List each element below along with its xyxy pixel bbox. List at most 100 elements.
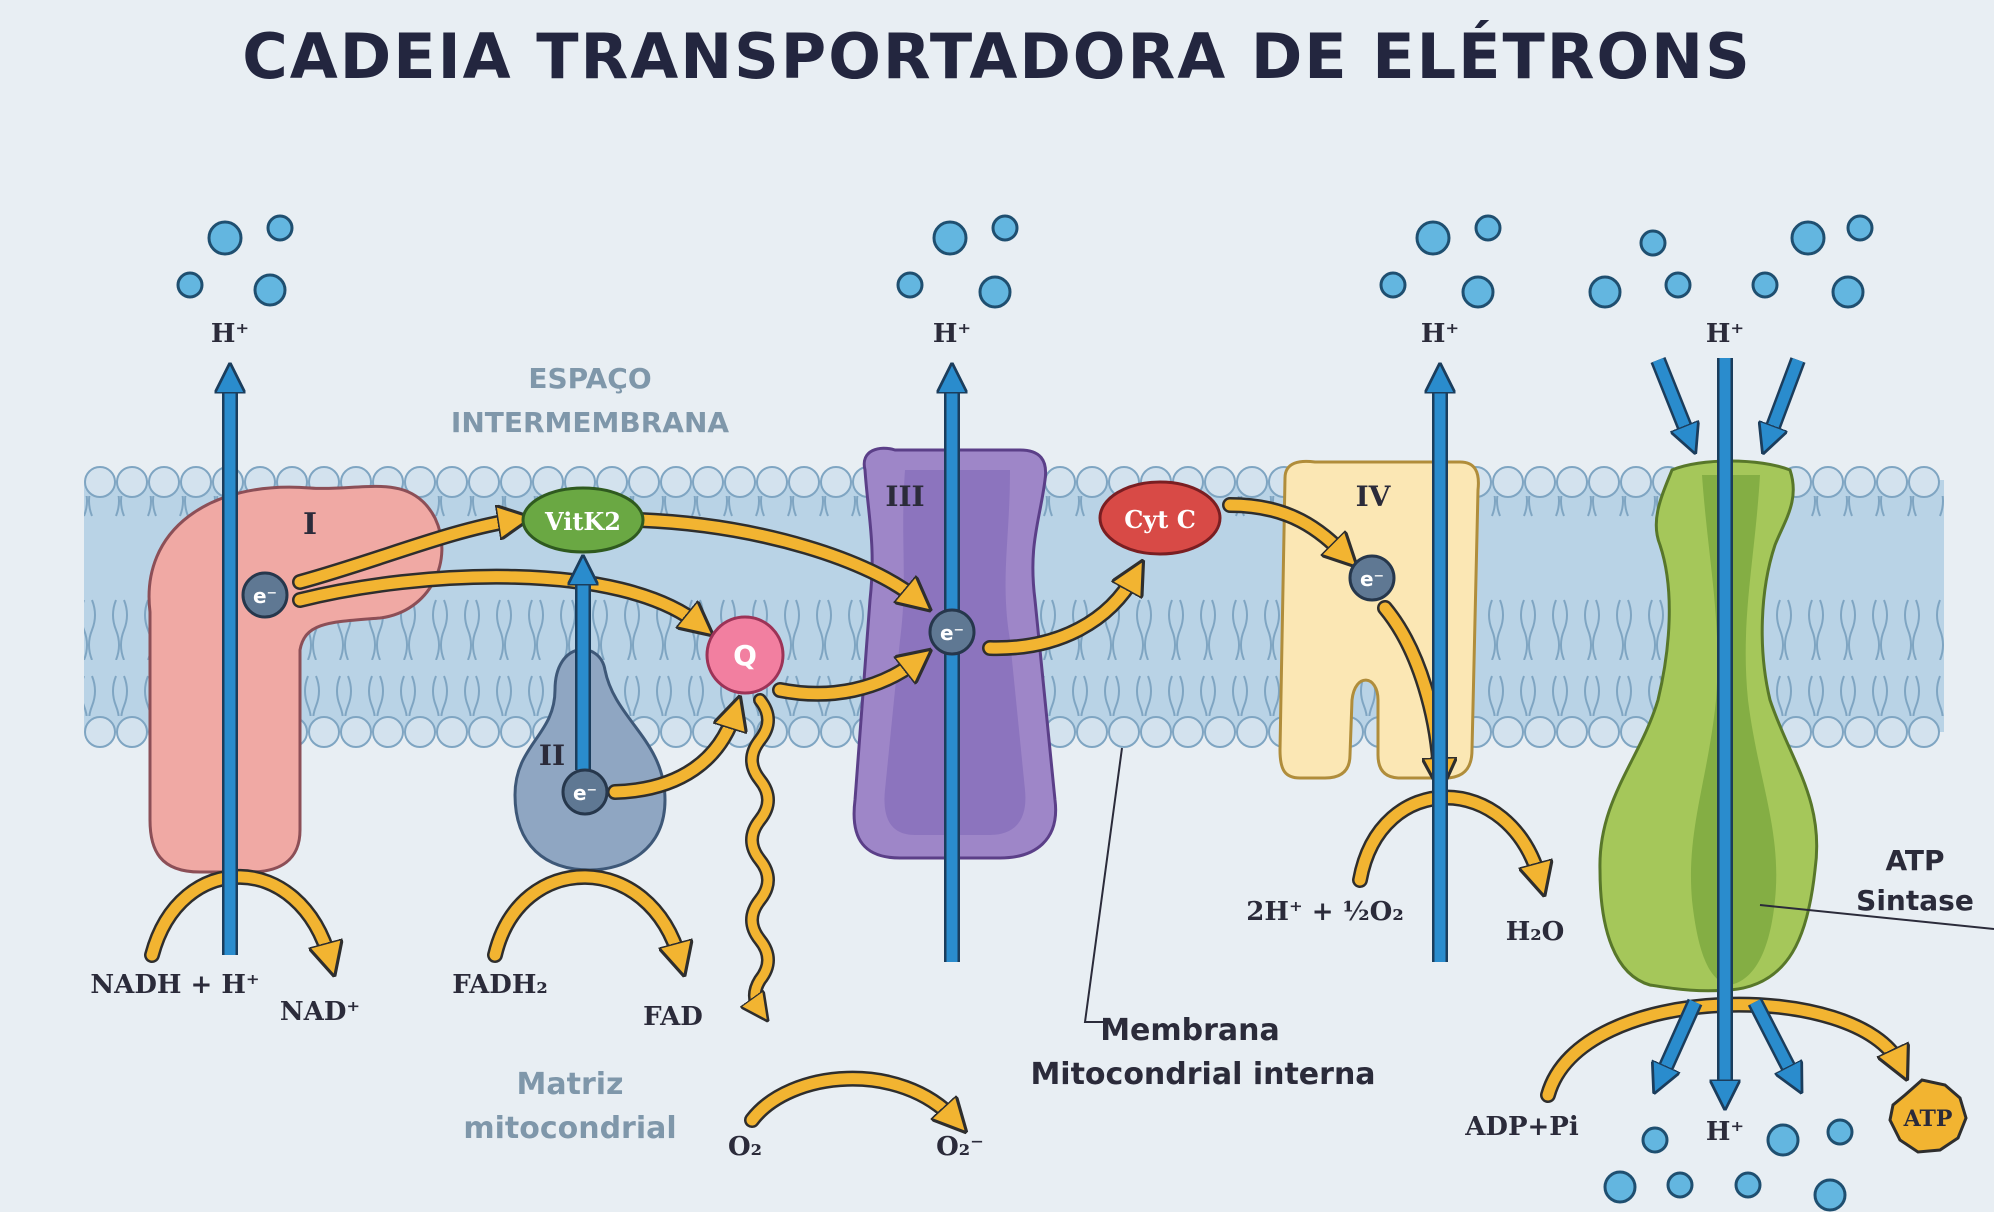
proton-dot — [268, 216, 292, 240]
diagram-title: CADEIA TRANSPORTADORA DE ELÉTRONS — [242, 20, 1751, 93]
superoxide-label: O₂⁻ — [936, 1132, 984, 1162]
proton-dot — [934, 222, 966, 254]
lipid-head — [1109, 717, 1139, 747]
lipid-head — [1237, 467, 1267, 497]
proton-label-iii: H⁺ — [933, 319, 971, 349]
lipid-head — [117, 717, 147, 747]
proton-dot — [1792, 222, 1824, 254]
electron-complex-ii: e⁻ — [563, 770, 607, 814]
proton-dot — [1666, 273, 1690, 297]
cytochrome-c: Cyt C — [1100, 482, 1220, 554]
lipid-head — [309, 717, 339, 747]
oxygen-reaction-label: 2H⁺ + ½O₂ — [1246, 897, 1403, 927]
proton-dot — [980, 277, 1010, 307]
proton-dot — [993, 216, 1017, 240]
lipid-head — [693, 467, 723, 497]
lipid-head — [341, 717, 371, 747]
nad-label: NAD⁺ — [280, 997, 360, 1027]
lipid-head — [1845, 717, 1875, 747]
proton-label-i: H⁺ — [211, 319, 249, 349]
lipid-head — [149, 467, 179, 497]
lipid-head — [1141, 717, 1171, 747]
lipid-head — [1877, 467, 1907, 497]
proton-dot — [1815, 1180, 1845, 1210]
lipid-head — [469, 717, 499, 747]
water-label: H₂O — [1506, 917, 1565, 947]
lipid-head — [1589, 717, 1619, 747]
matrix-label-2: mitocondrial — [463, 1111, 676, 1146]
lipid-head — [1045, 467, 1075, 497]
lipid-head — [757, 467, 787, 497]
lipid-head — [789, 717, 819, 747]
lipid-head — [1909, 717, 1939, 747]
proton-dot — [1381, 273, 1405, 297]
nadh-label: NADH + H⁺ — [90, 970, 259, 1000]
lipid-head — [1205, 467, 1235, 497]
proton-dot — [1753, 273, 1777, 297]
matrix-label: Matriz — [517, 1067, 624, 1102]
cytc-label: Cyt C — [1124, 505, 1196, 534]
lipid-head — [661, 467, 691, 497]
lipid-head — [1493, 467, 1523, 497]
proton-dot — [209, 222, 241, 254]
lipid-head — [437, 717, 467, 747]
lipid-head — [1493, 717, 1523, 747]
atp-label: ATP — [1903, 1106, 1953, 1132]
lipid-head — [373, 717, 403, 747]
proton-dot — [255, 275, 285, 305]
lipid-head — [1589, 467, 1619, 497]
complex-ii-label: II — [539, 739, 565, 772]
lipid-head — [661, 717, 691, 747]
proton-dot — [178, 273, 202, 297]
lipid-head — [117, 467, 147, 497]
q-label: Q — [733, 639, 757, 672]
membrane-label: Membrana — [1100, 1013, 1280, 1048]
lipid-head — [725, 467, 755, 497]
o2-label: O₂ — [728, 1132, 762, 1162]
ubiquinone-q: Q — [707, 617, 783, 693]
lipid-head — [821, 717, 851, 747]
complex-i-label: I — [303, 507, 317, 542]
proton-label-iv: H⁺ — [1421, 319, 1459, 349]
proton-dot — [1643, 1128, 1667, 1152]
atp-synthase-label: ATP — [1885, 844, 1944, 877]
proton-dot — [1641, 231, 1665, 255]
proton-dot — [1417, 222, 1449, 254]
electron-label: e⁻ — [1360, 567, 1384, 591]
atp-product: ATP — [1890, 1080, 1966, 1152]
proton-label-atp-bottom: H⁺ — [1706, 1117, 1744, 1147]
lipid-head — [1813, 717, 1843, 747]
lipid-head — [789, 467, 819, 497]
lipid-head — [1173, 717, 1203, 747]
complex-iv-label: IV — [1356, 480, 1392, 513]
lipid-head — [501, 717, 531, 747]
lipid-head — [1557, 467, 1587, 497]
lipid-head — [437, 467, 467, 497]
adp-label: ADP+Pi — [1464, 1112, 1579, 1142]
proton-dot — [1828, 1120, 1852, 1144]
lipid-head — [85, 467, 115, 497]
intermembrane-space-label: ESPAÇO — [528, 362, 651, 395]
lipid-head — [1525, 717, 1555, 747]
fad-label: FAD — [643, 1002, 703, 1032]
lipid-head — [85, 717, 115, 747]
proton-dot — [1668, 1173, 1692, 1197]
lipid-head — [1077, 717, 1107, 747]
lipid-head — [1845, 467, 1875, 497]
electron-complex-iii: e⁻ — [930, 610, 974, 654]
lipid-head — [821, 467, 851, 497]
atp-synthase-label-2: Sintase — [1856, 884, 1974, 917]
proton-dot — [1833, 277, 1863, 307]
electron-label: e⁻ — [253, 584, 277, 608]
lipid-head — [405, 717, 435, 747]
complex-iii-label: III — [885, 480, 924, 513]
membrane-label-2: Mitocondrial interna — [1030, 1057, 1375, 1092]
proton-dot — [1848, 216, 1872, 240]
proton-dot — [898, 273, 922, 297]
lipid-head — [1077, 467, 1107, 497]
lipid-head — [1909, 467, 1939, 497]
lipid-head — [1813, 467, 1843, 497]
electron-complex-i: e⁻ — [243, 573, 287, 617]
proton-dot — [1768, 1125, 1798, 1155]
